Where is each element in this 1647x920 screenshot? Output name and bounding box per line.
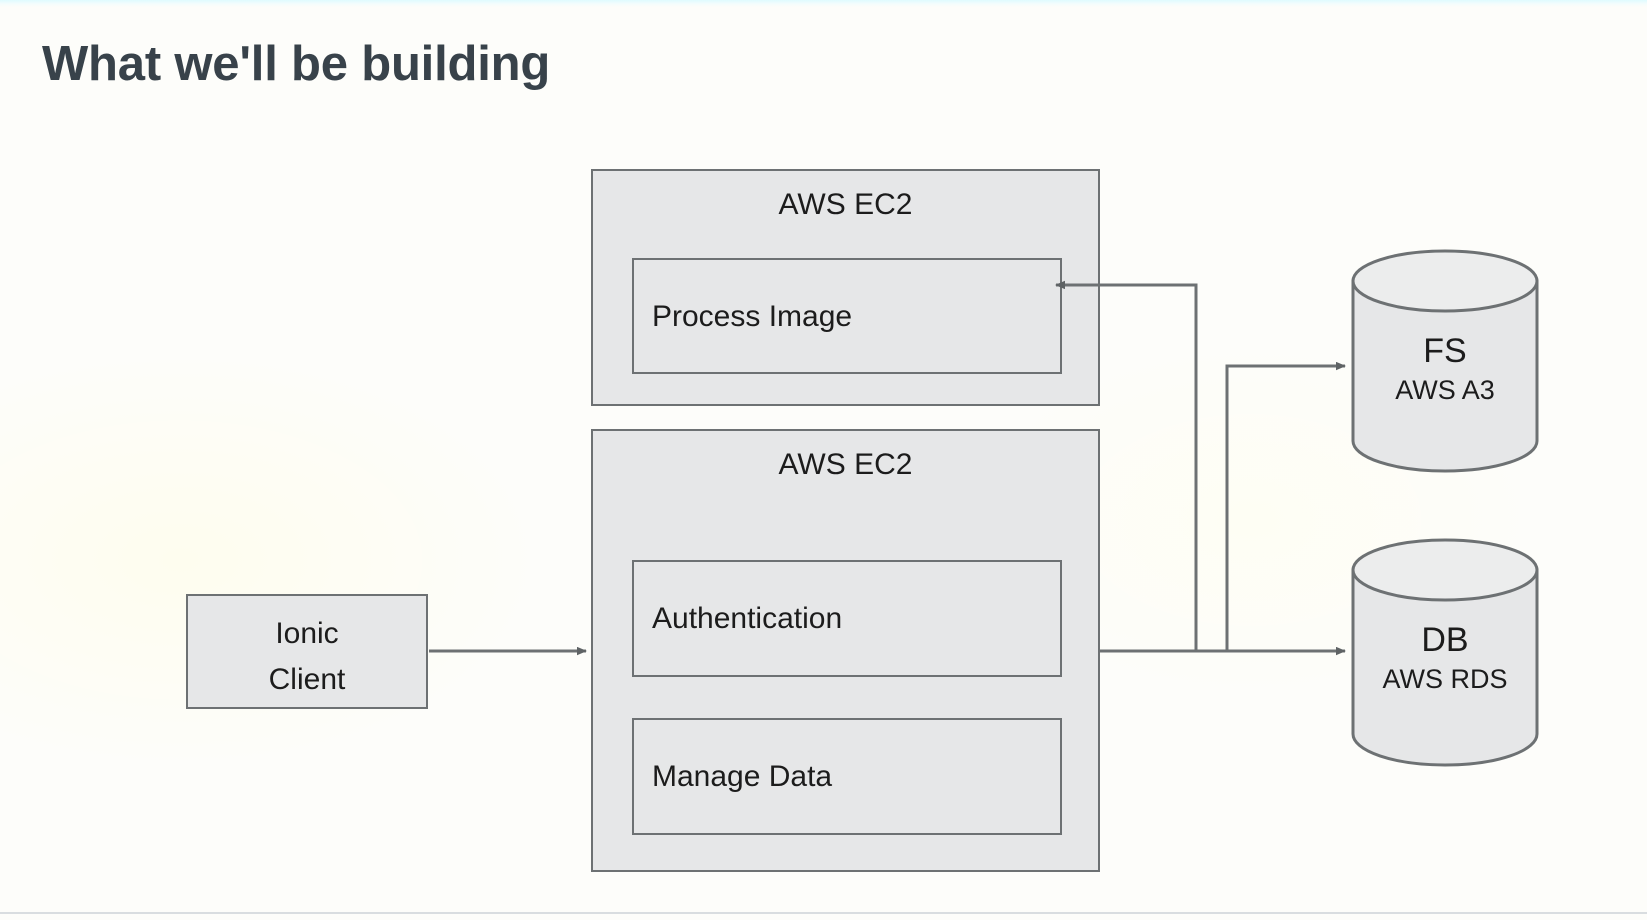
component-label-manage-data: Manage Data (652, 760, 833, 793)
datastore-title-fs: FS (1423, 332, 1467, 370)
component-box-authentication[interactable]: Authentication (632, 560, 1062, 677)
client-label-line2: Client (268, 663, 346, 696)
client-label-line1: Ionic (275, 617, 339, 650)
connector-ec2-to-fs (1225, 361, 1346, 651)
datastore-subtitle-fs: AWS A3 (1395, 375, 1495, 405)
datastore-subtitle-db: AWS RDS (1382, 664, 1508, 694)
bottom-divider (0, 912, 1647, 914)
datastore-title-db: DB (1421, 621, 1469, 659)
component-label-authentication: Authentication (652, 602, 843, 635)
cylinder-shape-db (1351, 538, 1539, 767)
top-tint-band (0, 0, 1647, 7)
group-title-ec2-top: AWS EC2 (778, 188, 913, 221)
component-box-manage-data[interactable]: Manage Data (632, 718, 1062, 835)
client-box-ionic[interactable]: Ionic Client (186, 594, 428, 709)
datastore-cylinder-fs[interactable]: FS AWS A3 (1350, 248, 1540, 474)
cylinder-shape-fs (1351, 249, 1539, 473)
component-label-process-image: Process Image (652, 300, 853, 333)
component-box-process-image[interactable]: Process Image (632, 258, 1062, 374)
datastore-cylinder-db[interactable]: DB AWS RDS (1350, 537, 1540, 768)
page-title: What we'll be building (42, 37, 551, 91)
group-title-ec2-bottom: AWS EC2 (778, 448, 913, 481)
